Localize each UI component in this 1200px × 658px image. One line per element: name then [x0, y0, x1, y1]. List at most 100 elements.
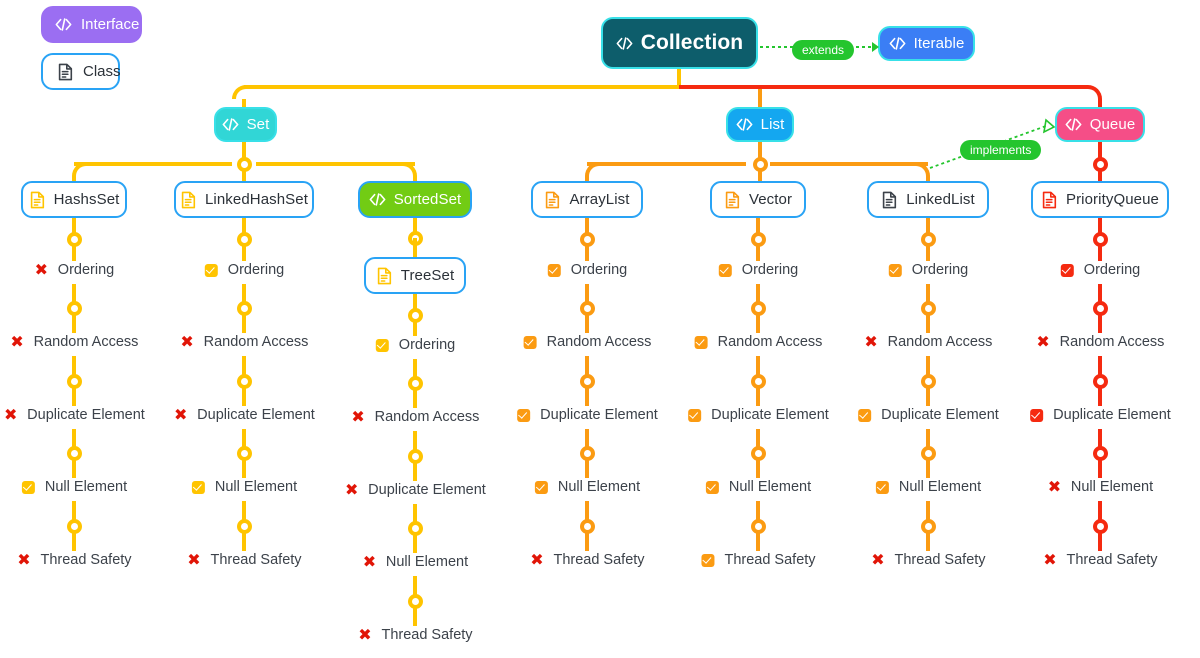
edge-junction-dot [407, 376, 423, 391]
feature-label: Ordering [741, 262, 799, 278]
node-arraylist[interactable]: ArrayList [531, 181, 643, 218]
feature-label: Random Access [546, 334, 652, 350]
node-vector[interactable]: Vector [710, 181, 806, 218]
node-label: SortedSet [393, 191, 462, 208]
feature-row: ✖Thread Safety [529, 552, 644, 569]
edge-junction-dot [66, 373, 82, 389]
feature-label: Null Element [214, 479, 298, 495]
node-label: Iterable [913, 35, 965, 52]
edge-junction-dot [920, 232, 936, 247]
node-label: LinkedHashSet [204, 191, 309, 208]
feature-row: ✖Thread Safety [16, 552, 132, 569]
edge-junction-dot [407, 448, 423, 464]
node-iterable[interactable]: Iterable [878, 26, 975, 61]
edge-junction-dot [1092, 518, 1108, 534]
edge-junction-dot [920, 373, 936, 389]
edge-trunk-left [244, 85, 679, 89]
relation-pill-extends: extends [792, 40, 855, 60]
cross-mark-icon: ✖ [10, 332, 24, 351]
node-priorityqueue[interactable]: PriorityQueue [1031, 181, 1169, 218]
edge-vertical [242, 164, 246, 181]
node-label: Set [246, 116, 270, 133]
edge-junction-dot [66, 232, 82, 247]
feature-row: ✖Thread Safety [357, 625, 472, 644]
edge-junction-dot [579, 373, 595, 389]
edge-junction-dot [407, 307, 423, 323]
feature-label: Ordering [911, 262, 969, 278]
checkbox-checked-icon [191, 480, 206, 495]
feature-label: Duplicate Element [1053, 407, 1171, 423]
edge-trunk-right [679, 85, 1088, 89]
node-label: List [760, 116, 785, 133]
feature-label: Random Access [33, 334, 139, 350]
edge-junction-dot [1092, 446, 1108, 461]
checkbox-checked-icon [1029, 408, 1044, 423]
document-icon [1041, 190, 1058, 209]
feature-row: Ordering [1060, 262, 1140, 278]
node-label: Vector [748, 191, 793, 208]
cross-mark-icon: ✖ [362, 552, 377, 571]
edge-horizontal [587, 162, 746, 166]
legend-label: Class [83, 63, 121, 80]
node-set[interactable]: Set [214, 107, 277, 142]
node-sortedset[interactable]: SortedSet [358, 181, 472, 218]
feature-label: Null Element [385, 554, 469, 570]
document-icon [881, 190, 898, 209]
feature-row: Random Access [694, 334, 822, 350]
feature-label: Null Element [898, 479, 982, 495]
feature-row: Null Element [21, 479, 127, 495]
document-icon [724, 190, 741, 209]
feature-row: ✖Random Access [351, 409, 480, 426]
feature-row: ✖Random Access [864, 334, 993, 351]
checkbox-checked-icon [694, 335, 709, 350]
edge-horizontal [74, 162, 232, 166]
checkbox-checked-icon [375, 338, 390, 353]
edge-junction-dot [920, 301, 936, 316]
cross-mark-icon: ✖ [180, 332, 194, 351]
node-list[interactable]: List [726, 107, 794, 142]
feature-label: Random Access [887, 334, 993, 350]
edge-junction-dot [236, 156, 252, 172]
edge-junction-dot [1092, 156, 1108, 172]
edge-junction-dot [1092, 373, 1108, 389]
feature-row: ✖Duplicate Element [344, 482, 486, 499]
edge-junction-dot [920, 446, 936, 461]
feature-label: Ordering [227, 262, 285, 278]
edge-horizontal [256, 162, 415, 166]
feature-label: Random Access [1059, 334, 1165, 350]
checkbox-checked-icon [547, 263, 562, 278]
checkbox-checked-icon [21, 480, 36, 495]
node-treeset[interactable]: TreeSet [364, 257, 466, 294]
cross-mark-icon: ✖ [3, 405, 18, 424]
cross-mark-icon: ✖ [187, 550, 201, 569]
feature-label: Random Access [374, 409, 480, 425]
node-queue[interactable]: Queue [1055, 107, 1145, 142]
feature-label: Null Element [557, 479, 641, 495]
edge-vertical [413, 238, 417, 257]
edge-junction-dot [407, 593, 423, 609]
cross-mark-icon: ✖ [358, 625, 372, 644]
code-brackets-icon [55, 15, 72, 34]
edge-junction-dot [579, 446, 595, 461]
feature-row: ✖ Random Access [10, 332, 139, 351]
node-collection[interactable]: Collection [601, 17, 758, 69]
feature-label: Thread Safety [40, 552, 132, 568]
edge-corner [403, 162, 417, 176]
feature-label: Thread Safety [724, 552, 816, 568]
edge-to-queue [1098, 99, 1102, 107]
node-label: Queue [1089, 116, 1136, 133]
edge-junction-dot [407, 521, 423, 536]
edge-junction-dot [750, 232, 766, 247]
cross-mark-icon: ✖ [1043, 550, 1057, 569]
feature-row: Duplicate Element [1029, 407, 1171, 423]
edge-junction-dot [1092, 232, 1108, 247]
edge-corner [1088, 85, 1102, 99]
feature-row: Ordering [204, 262, 284, 278]
feature-label: Ordering [398, 337, 456, 353]
node-linkedhashset[interactable]: LinkedHashSet [174, 181, 314, 218]
feature-label: Duplicate Element [540, 407, 658, 423]
node-hashsset[interactable]: HashsSet [21, 181, 127, 218]
feature-row: Duplicate Element [516, 407, 658, 423]
feature-row: ✖Random Access [1036, 334, 1165, 351]
node-linkedlist[interactable]: LinkedList [867, 181, 989, 218]
